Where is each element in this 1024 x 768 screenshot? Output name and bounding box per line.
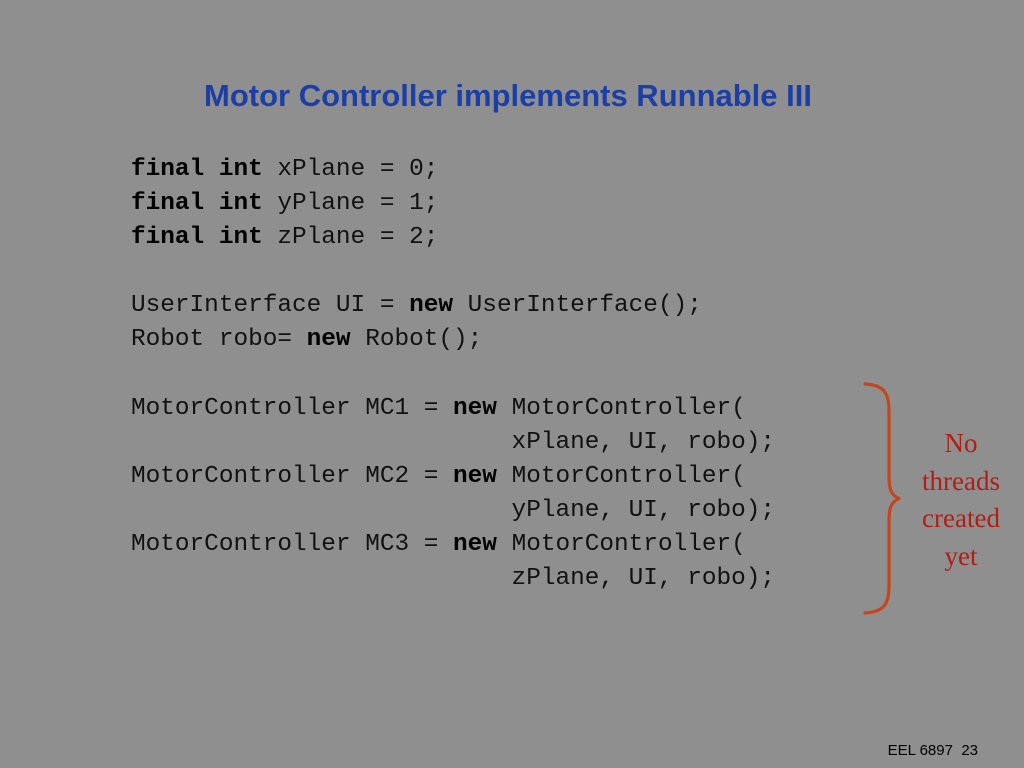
code-text: xPlane = 0; [262, 156, 439, 183]
code-keyword: final int [131, 190, 263, 218]
annotation-line: threads [922, 465, 1000, 496]
code-line: MotorController MC2 = new MotorControlle… [131, 460, 775, 494]
code-line: final int yPlane = 1; [131, 187, 775, 221]
annotation-line: created [922, 503, 1000, 533]
code-line [131, 358, 775, 392]
code-line: MotorController MC1 = new MotorControlle… [131, 392, 775, 426]
code-keyword: new [453, 394, 497, 422]
course-code: EEL 6897 [887, 742, 953, 759]
code-text: UserInterface UI = [131, 292, 410, 320]
code-text: MotorController MC2 = [131, 462, 454, 490]
code-text: MotorController( [496, 394, 746, 422]
code-text: yPlane = 1; [262, 190, 439, 218]
code-text: Robot(); [350, 326, 483, 354]
code-line: UserInterface UI = new UserInterface(); [131, 289, 775, 323]
code-text: UserInterface(); [453, 292, 702, 320]
code-text: MotorController MC1 = [131, 394, 454, 422]
code-line: xPlane, UI, robo); [131, 426, 775, 460]
code-keyword: new [409, 292, 454, 320]
code-text: MotorController( [496, 531, 746, 559]
code-text: xPlane, UI, robo); [131, 428, 776, 456]
code-line: MotorController MC3 = new MotorControlle… [131, 528, 775, 562]
code-keyword: final int [131, 156, 263, 183]
code-text: zPlane, UI, robo); [131, 565, 776, 593]
annotation-line: No [944, 428, 978, 458]
code-line: yPlane, UI, robo); [131, 494, 775, 528]
code-keyword: new [453, 462, 497, 490]
curly-brace [863, 382, 901, 615]
code-line: Robot robo= new Robot(); [131, 323, 775, 357]
annotation-line: yet [944, 540, 978, 571]
code-text: Robot robo= [131, 326, 307, 354]
code-line: final int xPlane = 0; [131, 153, 775, 187]
code-keyword: new [306, 326, 351, 354]
code-text: MotorController MC3 = [131, 531, 454, 559]
code-block: final int xPlane = 0;final int yPlane = … [131, 153, 775, 596]
page-number: 23 [961, 742, 978, 759]
slide-title: Motor Controller implements Runnable III [204, 78, 812, 113]
code-line: zPlane, UI, robo); [131, 562, 775, 596]
code-line: final int zPlane = 2; [131, 221, 775, 255]
annotation-note: No threads created yet [906, 425, 1016, 575]
code-text: MotorController( [496, 462, 746, 490]
code-keyword: new [453, 531, 497, 559]
slide-footer: EEL 6897 23 [888, 742, 978, 759]
code-text: zPlane = 2; [262, 224, 439, 252]
code-text: yPlane, UI, robo); [131, 496, 776, 524]
code-line [131, 255, 775, 289]
code-keyword: final int [131, 224, 263, 252]
